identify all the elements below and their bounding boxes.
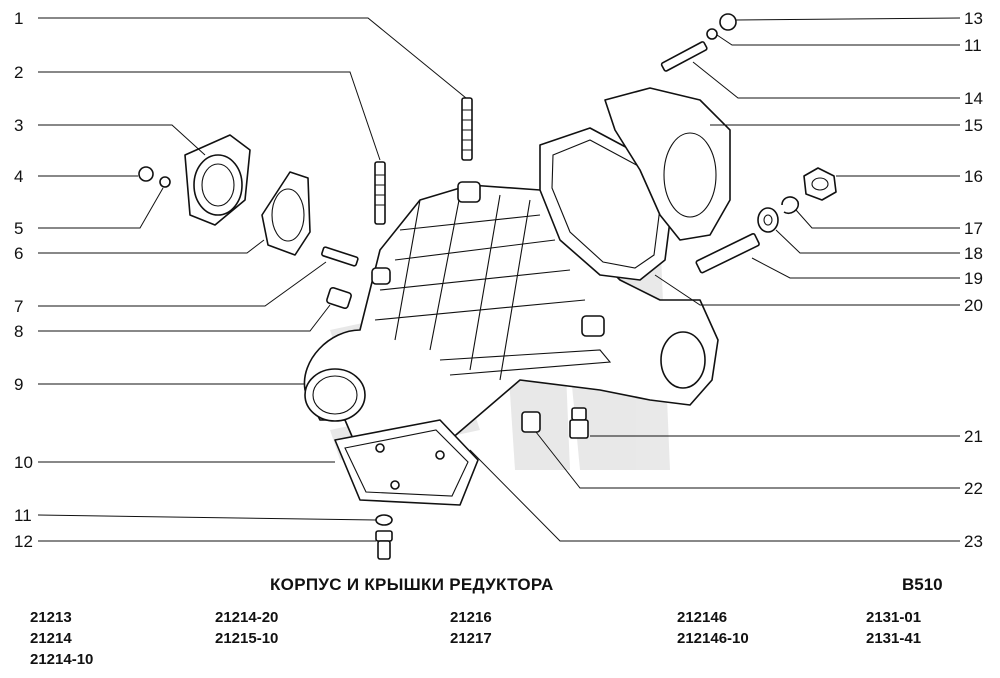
callout-11-right: 11 <box>964 36 982 55</box>
model-item: 21215-10 <box>215 630 279 647</box>
model-item: 21216 <box>450 609 492 626</box>
model-list-col5: 2131-01 2131-41 <box>866 607 921 649</box>
callout-14: 14 <box>964 89 983 108</box>
callout-3: 3 <box>14 116 23 135</box>
model-item: 21213 <box>30 609 72 626</box>
callout-16: 16 <box>964 167 983 186</box>
washer-11-bottom <box>375 514 393 526</box>
model-list-col2: 21214-20 21215-10 <box>215 607 278 649</box>
bottom-cover <box>334 419 479 506</box>
callout-13: 13 <box>964 9 983 28</box>
gearbox-housing <box>303 181 719 471</box>
callout-11-left: 11 <box>14 506 32 525</box>
model-item: 21214-10 <box>30 651 94 668</box>
callout-7: 7 <box>14 297 23 316</box>
breather-21 <box>569 407 589 439</box>
left-bearing-cover <box>184 134 251 226</box>
model-item: 212146 <box>677 609 728 626</box>
left-gasket <box>261 171 311 256</box>
callout-15: 15 <box>964 116 983 135</box>
callout-labels: 1 2 3 4 5 6 7 8 9 10 11 12 13 11 14 15 1… <box>14 9 983 551</box>
model-list-col3: 21216 21217 <box>450 607 492 649</box>
nut-4 <box>138 166 154 182</box>
washer-11-top <box>706 28 718 40</box>
model-item: 21214 <box>30 630 72 647</box>
callout-4: 4 <box>14 167 23 186</box>
model-item: 2131-01 <box>866 609 922 626</box>
model-item: 2131-41 <box>866 630 922 647</box>
callout-6: 6 <box>14 244 23 263</box>
model-list-col1: 21213 21214 21214-10 <box>30 607 93 670</box>
plug-22 <box>521 411 541 433</box>
stud-7 <box>321 246 359 267</box>
callout-2: 2 <box>14 63 23 82</box>
callout-18: 18 <box>964 244 983 263</box>
model-item: 212146-10 <box>677 630 749 647</box>
stud-1 <box>461 97 473 161</box>
plug-8 <box>326 286 352 310</box>
model-item: 21217 <box>450 630 492 647</box>
model-list-col4: 212146 212146-10 <box>677 607 749 649</box>
rear-cover <box>604 87 731 241</box>
callout-22: 22 <box>964 479 983 498</box>
bolt-12 <box>375 530 393 560</box>
stud-2 <box>374 161 386 225</box>
washer-18 <box>757 207 779 233</box>
callout-12: 12 <box>14 532 33 551</box>
callout-1: 1 <box>14 9 23 28</box>
stud-14 <box>660 41 708 72</box>
callout-9: 9 <box>14 375 23 394</box>
callout-5: 5 <box>14 219 23 238</box>
callout-23: 23 <box>964 532 983 551</box>
exploded-parts-diagram: 1 2 3 4 5 6 7 8 9 10 11 12 13 11 14 15 1… <box>14 9 983 560</box>
nut-16 <box>803 167 837 201</box>
callout-17: 17 <box>964 219 983 238</box>
washer-5 <box>159 176 171 188</box>
callout-10: 10 <box>14 453 33 472</box>
stud-19 <box>695 233 760 274</box>
model-item: 21214-20 <box>215 609 279 626</box>
leader-lines <box>37 17 961 542</box>
callout-21: 21 <box>964 427 983 446</box>
diagram-title: КОРПУС И КРЫШКИ РЕДУКТОРА <box>270 575 554 594</box>
diagram-code: B510 <box>902 575 943 594</box>
callout-19: 19 <box>964 269 983 288</box>
callout-20: 20 <box>964 296 983 315</box>
nut-13 <box>719 13 737 31</box>
spring-washer-17 <box>781 196 800 215</box>
callout-8: 8 <box>14 322 23 341</box>
